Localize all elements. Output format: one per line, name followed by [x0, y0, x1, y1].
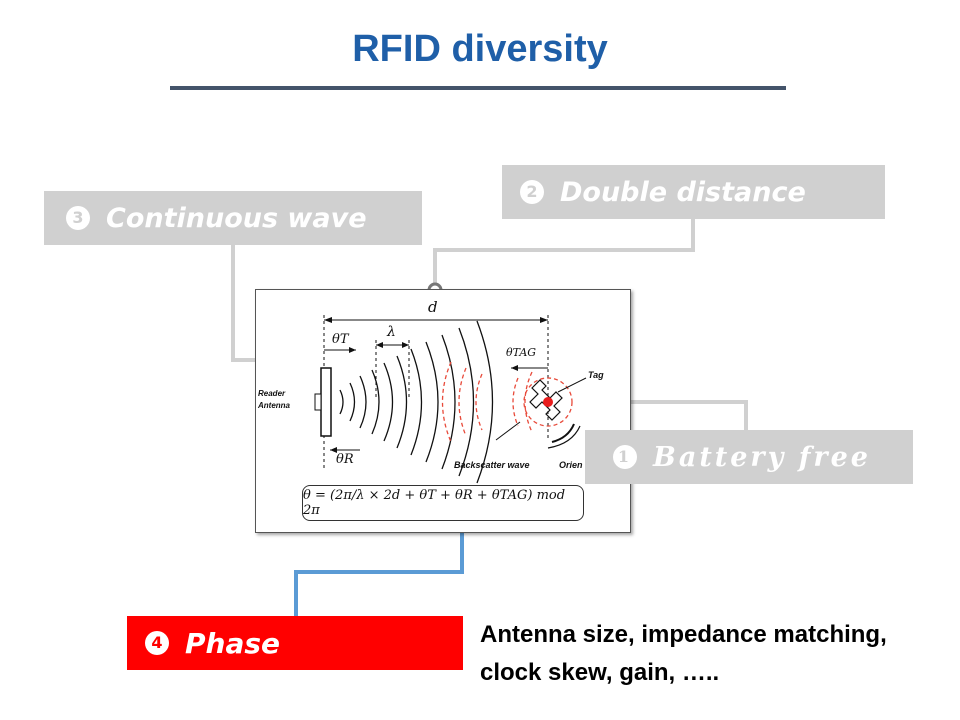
tag-label: Tag [588, 370, 604, 380]
backscatter-wave-label: Backscatter wave [454, 460, 530, 470]
callout-continuous-wave: 3 Continuous wave [44, 191, 422, 245]
lambda-label: λ [387, 324, 396, 340]
callout-label-phase: Phase [185, 626, 281, 660]
theta-r-label: θR [336, 452, 354, 467]
number-badge-3: 3 [66, 206, 90, 230]
connector-phase [294, 525, 464, 616]
distance-label: d [428, 298, 438, 316]
figure-drawing [314, 315, 587, 516]
rfid-phase-figure: d λ θT θTAG θR Reader Antenna Tag Backsc… [255, 289, 631, 533]
callout-label-double-distance: Double distance [560, 176, 806, 208]
theta-tag-label: θTAG [506, 346, 537, 359]
callout-battery-free: 1 Battery free [585, 430, 913, 484]
note-line-2: clock skew, gain, ….. [480, 659, 720, 686]
callout-double-distance: 2 Double distance [502, 165, 885, 219]
number-badge-1: 1 [613, 445, 637, 469]
number-badge-4: 4 [145, 631, 169, 655]
phase-factors-note: Antenna size, impedance matching, clock … [480, 616, 956, 692]
connector-double-distance [433, 219, 695, 285]
callout-phase: 4 Phase [127, 616, 463, 670]
reader-antenna-label: Reader Antenna [258, 389, 290, 410]
phase-formula: θ = (2π/λ × 2d + θT + θR + θTAG) mod 2π [302, 485, 584, 521]
note-line-1: Antenna size, impedance matching, [480, 621, 887, 648]
callout-label-battery-free: Battery free [653, 441, 871, 473]
theta-t-label: θT [332, 332, 349, 347]
page-title: RFID diversity [352, 28, 608, 70]
callout-label-continuous-wave: Continuous wave [106, 202, 367, 234]
orientation-label: Orien [559, 460, 583, 470]
number-badge-2: 2 [520, 180, 544, 204]
title-underline [170, 86, 786, 90]
